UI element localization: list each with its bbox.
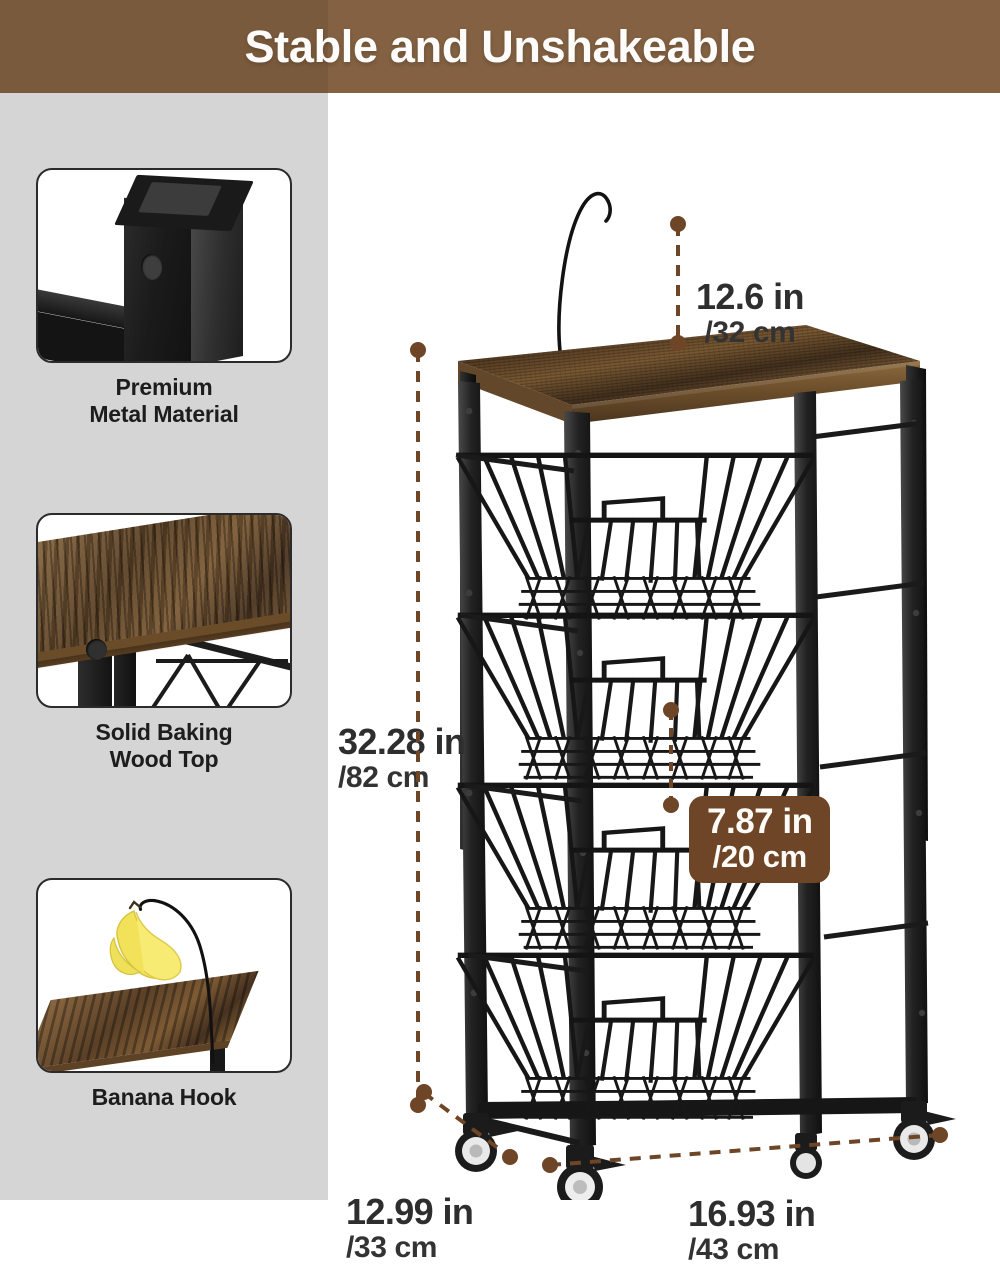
feature-label: Solid Baking Wood Top bbox=[36, 719, 292, 773]
dimension-value-inch: 16.93 in bbox=[688, 1193, 816, 1234]
feature-label-line1: Banana Hook bbox=[91, 1084, 237, 1110]
feature-sidebar: Premium Metal Material bbox=[0, 93, 328, 1200]
frame-posts bbox=[458, 365, 928, 1149]
guide-depth bbox=[422, 1091, 512, 1159]
feature-label-line2: Wood Top bbox=[109, 746, 219, 773]
wood-frame-wires bbox=[151, 653, 288, 706]
feature-label-line2: Metal Material bbox=[89, 401, 239, 428]
feature-label: Premium Metal Material bbox=[36, 374, 292, 428]
dimension-depth: 12.99 in /33 cm bbox=[346, 1193, 474, 1265]
feature-banana-hook: Banana Hook bbox=[36, 878, 292, 1111]
banana-hook-wire bbox=[557, 191, 612, 353]
product-illustration bbox=[328, 191, 956, 1200]
feature-image-card bbox=[36, 878, 292, 1073]
header-banner: Stable and Unshakeable bbox=[0, 0, 1000, 93]
dimension-value-cm: /33 cm bbox=[346, 1231, 437, 1265]
dimension-total-height: 32.28 in /82 cm bbox=[338, 721, 466, 795]
feature-solid-baking-wood-top: Solid Baking Wood Top bbox=[36, 513, 292, 773]
feature-premium-metal-material: Premium Metal Material bbox=[36, 168, 292, 428]
dimension-value-cm: /82 cm bbox=[338, 761, 429, 795]
feature-label: Banana Hook bbox=[36, 1084, 292, 1111]
dimension-value-inch: 12.6 in bbox=[696, 276, 804, 317]
feature-image-card bbox=[36, 168, 292, 363]
dimension-hook-height: 12.6 in /32 cm bbox=[696, 278, 804, 349]
wood-top bbox=[458, 325, 920, 424]
feature-label-line1: Premium bbox=[115, 374, 213, 400]
product-diagram-stage: 12.6 in /32 cm 32.28 in /82 cm 12.99 in … bbox=[328, 93, 1000, 1266]
dimension-value-inch: 7.87 in bbox=[707, 802, 813, 841]
wood-top-illustration bbox=[38, 515, 290, 706]
dimension-width: 16.93 in /43 cm bbox=[688, 1193, 816, 1266]
dimension-value-cm: /20 cm bbox=[712, 838, 808, 874]
feature-image-card bbox=[36, 513, 292, 708]
page-title: Stable and Unshakeable bbox=[244, 20, 756, 72]
basket-brackets bbox=[455, 420, 929, 974]
feature-label-line1: Solid Baking bbox=[95, 719, 233, 745]
dimension-basket-gap-badge: 7.87 in /20 cm bbox=[689, 796, 831, 884]
banner-left-shade bbox=[0, 0, 328, 93]
bananas-icon bbox=[109, 900, 182, 981]
dimension-value-inch: 32.28 in bbox=[338, 721, 466, 762]
guide-width bbox=[549, 1133, 941, 1167]
dimension-value-cm: /43 cm bbox=[688, 1233, 779, 1266]
dimension-value-cm: /32 cm bbox=[704, 316, 796, 350]
caster-wheels bbox=[455, 1101, 956, 1200]
banana-hook-illustration bbox=[38, 880, 290, 1071]
metal-tube-illustration bbox=[38, 170, 290, 361]
dimension-guides bbox=[410, 216, 948, 1173]
